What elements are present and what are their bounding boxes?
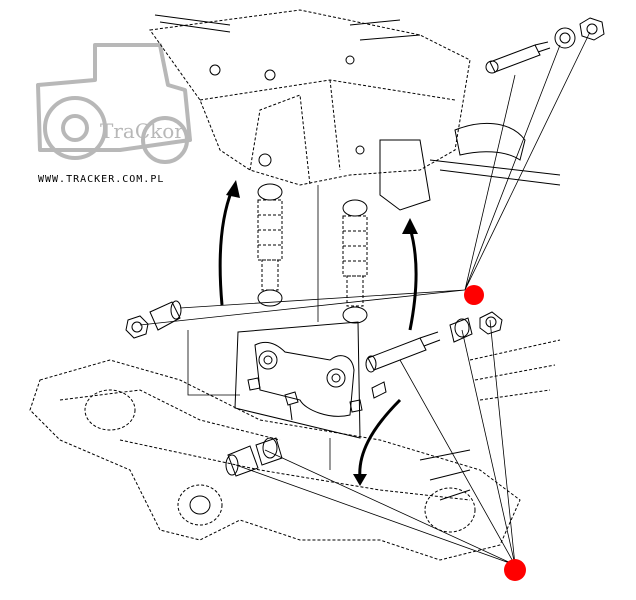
- arrow-heads: [226, 180, 418, 486]
- front-axle-housing: [29, 339, 561, 561]
- reference-lines-upper: [139, 31, 591, 326]
- right-shock-absorber: [342, 199, 368, 324]
- direction-arrows: [218, 189, 418, 479]
- upper-pin-assembly: [485, 17, 605, 74]
- tractor-logo-icon: [36, 43, 192, 164]
- reference-lines-lower: [235, 319, 516, 566]
- red-dot-marker-icon: [464, 285, 484, 305]
- upper-frame-assembly: [149, 9, 561, 211]
- red-dot-marker-icon: [504, 559, 526, 581]
- lower-bushing-pair: [225, 437, 283, 477]
- watermark-brand-text: TraCkor: [100, 119, 184, 143]
- watermark-url-text: WWW.TRACKER.COM.PL: [38, 174, 164, 185]
- lower-pin-assembly: [365, 311, 503, 373]
- left-shock-absorber: [257, 183, 283, 307]
- vertical-guide-lines: [187, 185, 331, 470]
- mounting-bracket-plate: [234, 321, 387, 439]
- left-bushing-nut: [125, 300, 182, 339]
